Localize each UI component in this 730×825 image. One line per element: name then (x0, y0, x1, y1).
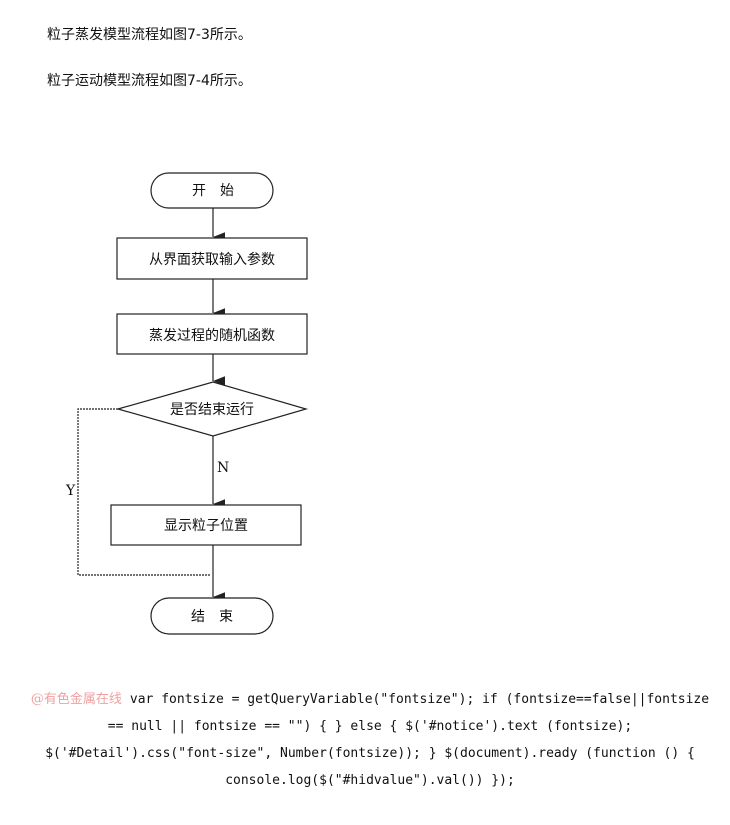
end-label: 结 束 (191, 609, 233, 625)
flowchart: 开 始 从界面获取输入参数 蒸发过程的随机函数 是否结束运行 N Y 显示粒子位… (65, 172, 309, 635)
step-display-box (110, 504, 302, 546)
decision-diamond (115, 381, 309, 437)
code-text: var fontsize = getQueryVariable("fontsiz… (45, 692, 710, 788)
start-label: 开 始 (192, 183, 234, 199)
end-terminal (150, 597, 274, 635)
decision-label: 是否结束运行 (170, 402, 254, 418)
watermark: @有色金属在线 (30, 692, 122, 707)
step-display-label: 显示粒子位置 (164, 518, 248, 534)
paragraph-evaporation: 粒子蒸发模型流程如图7-3所示。 (47, 27, 252, 43)
step-input-label: 从界面获取输入参数 (149, 251, 275, 268)
yes-branch-line (77, 408, 211, 576)
start-terminal (150, 172, 274, 209)
no-label: N (217, 460, 229, 476)
paragraph-motion: 粒子运动模型流程如图7-4所示。 (47, 73, 252, 89)
step-input-box (116, 237, 308, 280)
step-random-box (116, 313, 308, 355)
step-random-label: 蒸发过程的随机函数 (149, 328, 275, 344)
yes-label: Y (65, 483, 76, 499)
